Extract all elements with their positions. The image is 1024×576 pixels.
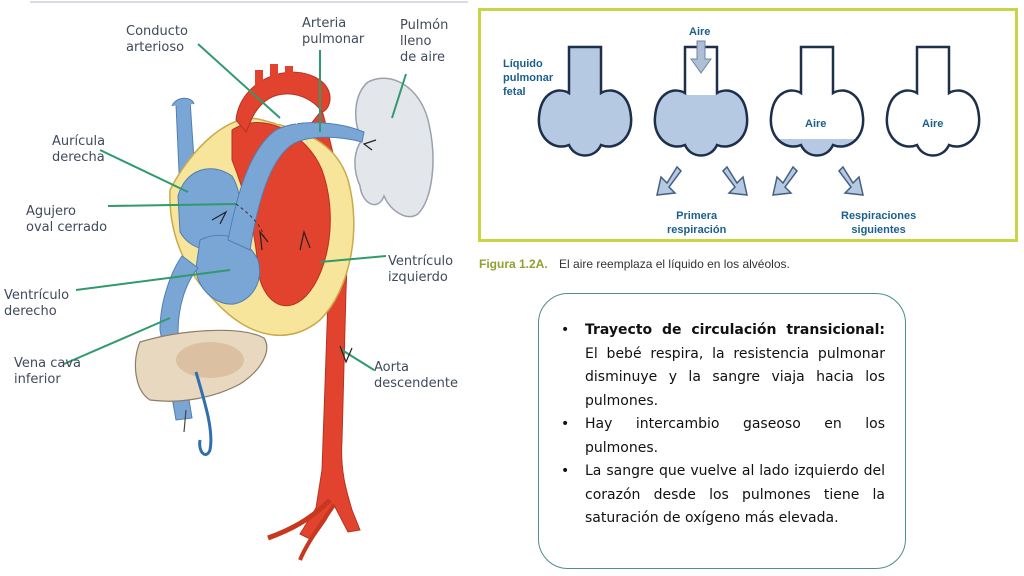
label-primera-respiracion: Primera respiración	[667, 210, 727, 236]
ivc-lower-arrow	[183, 409, 187, 433]
label-ventriculo-izquierdo: Ventrículo izquierdo	[388, 254, 454, 285]
leader-agujero	[107, 203, 237, 207]
item-text: Hay intercambio gaseoso en los pulmones.	[585, 416, 885, 456]
label-auricula-derecha: Aurícula derecha	[52, 134, 106, 165]
flow-arrows	[211, 139, 377, 364]
leader-conducto	[197, 43, 281, 119]
alveolus-air	[885, 45, 981, 157]
label-vena-cava: Vena cava inferior	[14, 356, 81, 387]
leader-ventriculo-izq	[319, 255, 387, 263]
leader-auricula	[99, 149, 189, 193]
label-aorta-descendente: Aorta descendente	[374, 360, 458, 391]
label-arteria-pulmonar: Arteria pulmonar	[302, 16, 365, 47]
bullet-icon: •	[561, 463, 570, 479]
figure-caption-text: El aire reemplaza el líquido en los alvé…	[559, 257, 790, 271]
label-ventriculo-derecho: Ventrículo derecho	[4, 288, 70, 319]
leader-aorta	[341, 349, 375, 371]
ductus-arteriosus	[274, 116, 300, 125]
figure-caption: Figura 1.2A. El aire reemplaza el líquid…	[479, 257, 790, 271]
circulation-diagram	[30, 1, 468, 561]
alveoli-figure	[537, 40, 981, 196]
item-title: Trayecto de circulación transicional:	[585, 322, 885, 338]
bullet-list: • Trayecto de circulación transicional: …	[559, 319, 885, 531]
explanation-box: • Trayecto de circulación transicional: …	[538, 293, 906, 569]
label-aire-3: Aire	[805, 118, 827, 130]
list-item: • Hay intercambio gaseoso en los pulmone…	[559, 413, 885, 460]
label-pulmon-lleno: Pulmón lleno de aire	[400, 18, 449, 65]
label-respiraciones-siguientes: Respiraciones siguientes	[841, 210, 917, 236]
leader-lines	[63, 43, 407, 371]
list-item: • La sangre que vuelve al lado izquierdo…	[559, 460, 885, 531]
aorta-branch-right	[298, 503, 336, 561]
bullet-icon: •	[561, 322, 570, 338]
bullet-icon: •	[561, 416, 570, 432]
arch-branch-3	[285, 66, 293, 86]
outflow-arrows	[656, 165, 864, 196]
label-agujero-oval: Agujero oval cerrado	[26, 204, 108, 235]
leader-pulmon	[391, 73, 407, 119]
umbilical-vein	[194, 371, 213, 456]
pulmonary-artery	[227, 122, 365, 251]
label-liquido-pulmonar: Líquido pulmonar fetal	[503, 58, 554, 98]
arch-branch-1	[255, 70, 263, 92]
label-aire-4: Aire	[922, 118, 944, 130]
figure-number: Figura 1.2A.	[479, 257, 548, 271]
lung-shape	[354, 77, 434, 218]
item-text: La sangre que vuelve al lado izquierdo d…	[585, 463, 885, 526]
air-arrow-icon	[690, 40, 712, 74]
item-text: El bebé respira, la resistencia pulmonar…	[585, 345, 885, 409]
leader-vena-cava	[63, 317, 171, 365]
leader-ventriculo-der	[75, 269, 231, 291]
arch-branch-2	[270, 64, 278, 86]
aorta-branch-left	[267, 498, 332, 541]
label-conducto-arterioso: Conducto arterioso	[126, 24, 188, 55]
label-aire-top: Aire	[689, 26, 711, 38]
liver-shade	[176, 342, 244, 378]
svc-top	[171, 97, 195, 107]
list-item: • Trayecto de circulación transicional: …	[559, 319, 885, 413]
alveoli-figure-frame: Aire Líquido pulmonar fetal Aire Aire Pr…	[478, 8, 1018, 242]
